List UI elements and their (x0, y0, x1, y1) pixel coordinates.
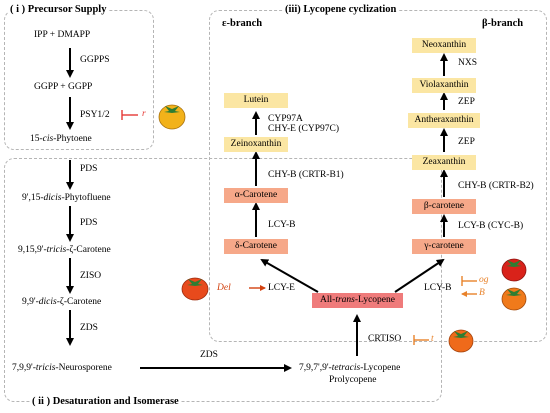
prolycopene-label-1: 7,9,7',9'-tetracis-Lycopene (299, 363, 401, 373)
arrow-lycopene-delta (260, 259, 319, 293)
del-arrow-head (260, 285, 266, 291)
desaturation-panel (4, 158, 442, 402)
chy-e-enzyme: CHY-E (CYP97C) (268, 124, 339, 134)
epsilon-branch-title: ε-branch (222, 18, 263, 29)
neoxanthin-box: Neoxanthin (412, 38, 476, 53)
neurosporene-label: 7,9,9'-tricis-Neurosporene (12, 363, 112, 373)
desaturation-title: ( ii ) Desaturation and Isomerase (30, 396, 181, 407)
og-mutant-label: og (479, 275, 489, 285)
zeta-carotene-dicis-label: 9,9'-dicis-ζ-Carotene (22, 297, 102, 307)
lcy-b-enzyme-eps: LCY-B (268, 220, 296, 230)
zep-enzyme-2: ZEP (458, 97, 475, 107)
zeta-carotene-tricis-label: 9,15,9'-tricis-ζ-Carotene (18, 245, 111, 255)
tomato-orange-b-icon (501, 287, 527, 311)
zds-enzyme-2: ZDS (200, 350, 218, 360)
prolycopene-label-2: Prolycopene (329, 375, 377, 385)
arrow-lycopene-gamma (394, 258, 445, 293)
b-arrow-head (461, 291, 467, 297)
all-trans-lycopene-box: All-trans-Lycopene (312, 293, 403, 308)
phytoene-label: 15-cis-Phytoene (30, 134, 92, 144)
zds-enzyme-1: ZDS (80, 323, 98, 333)
pds-enzyme-2: PDS (80, 218, 98, 228)
psy-enzyme: PSY1/2 (80, 110, 110, 120)
chy-b-crtr-b1-enzyme: CHY-B (CRTR-B1) (268, 170, 344, 180)
lcy-b-cyc-b-enzyme: LCY-B (CYC-B) (458, 221, 524, 231)
crtiso-enzyme: CRTISO (368, 334, 402, 344)
violaxanthin-box: Violaxanthin (412, 78, 476, 93)
nxs-enzyme: NXS (458, 58, 478, 68)
zeinoxanthin-box: Zeinoxanthin (224, 137, 288, 152)
pds-enzyme-1: PDS (80, 164, 98, 174)
ggpp-label: GGPP + GGPP (34, 82, 93, 92)
t-mutant-label: t (431, 334, 434, 344)
zeaxanthin-box: Zeaxanthin (412, 155, 476, 170)
ipp-dmapp-label: IPP + DMAPP (34, 30, 91, 40)
phytofluene-label: 9',15-dicis-Phytofluene (22, 193, 111, 203)
del-mutant-label: Del (217, 283, 231, 293)
antheraxanthin-box: Antheraxanthin (408, 113, 480, 128)
cyp97a-enzyme: CYP97A (268, 114, 303, 124)
lutein-box: Lutein (224, 93, 288, 108)
tomato-orange-t-icon (448, 329, 474, 353)
lcy-e-enzyme: LCY-E (268, 283, 295, 293)
precursor-title: ( i ) Precursor Supply (8, 4, 109, 15)
beta-carotene-box: β-carotene (412, 199, 476, 214)
alpha-carotene-box: α-Carotene (224, 188, 288, 203)
ziso-enzyme: ZISO (80, 271, 102, 281)
zep-enzyme-1: ZEP (458, 137, 475, 147)
chy-b-crtr-b2-enzyme: CHY-B (CRTR-B2) (458, 181, 534, 191)
lcy-b-enzyme-beta: LCY-B (424, 283, 452, 293)
b-mutant-label: B (479, 288, 485, 298)
tomato-red-og-icon (501, 258, 527, 282)
beta-branch-title: β-branch (482, 18, 524, 29)
ggpps-enzyme: GGPPS (80, 55, 110, 65)
tomato-red-del-icon (181, 277, 209, 301)
delta-carotene-box: δ-Carotene (224, 239, 288, 254)
gamma-carotene-box: γ-carotene (412, 239, 476, 254)
tomato-yellow-icon (158, 104, 186, 130)
r-mutant-label: r (142, 109, 146, 119)
cyclization-title: (iii) Lycopene cyclization (283, 4, 399, 15)
